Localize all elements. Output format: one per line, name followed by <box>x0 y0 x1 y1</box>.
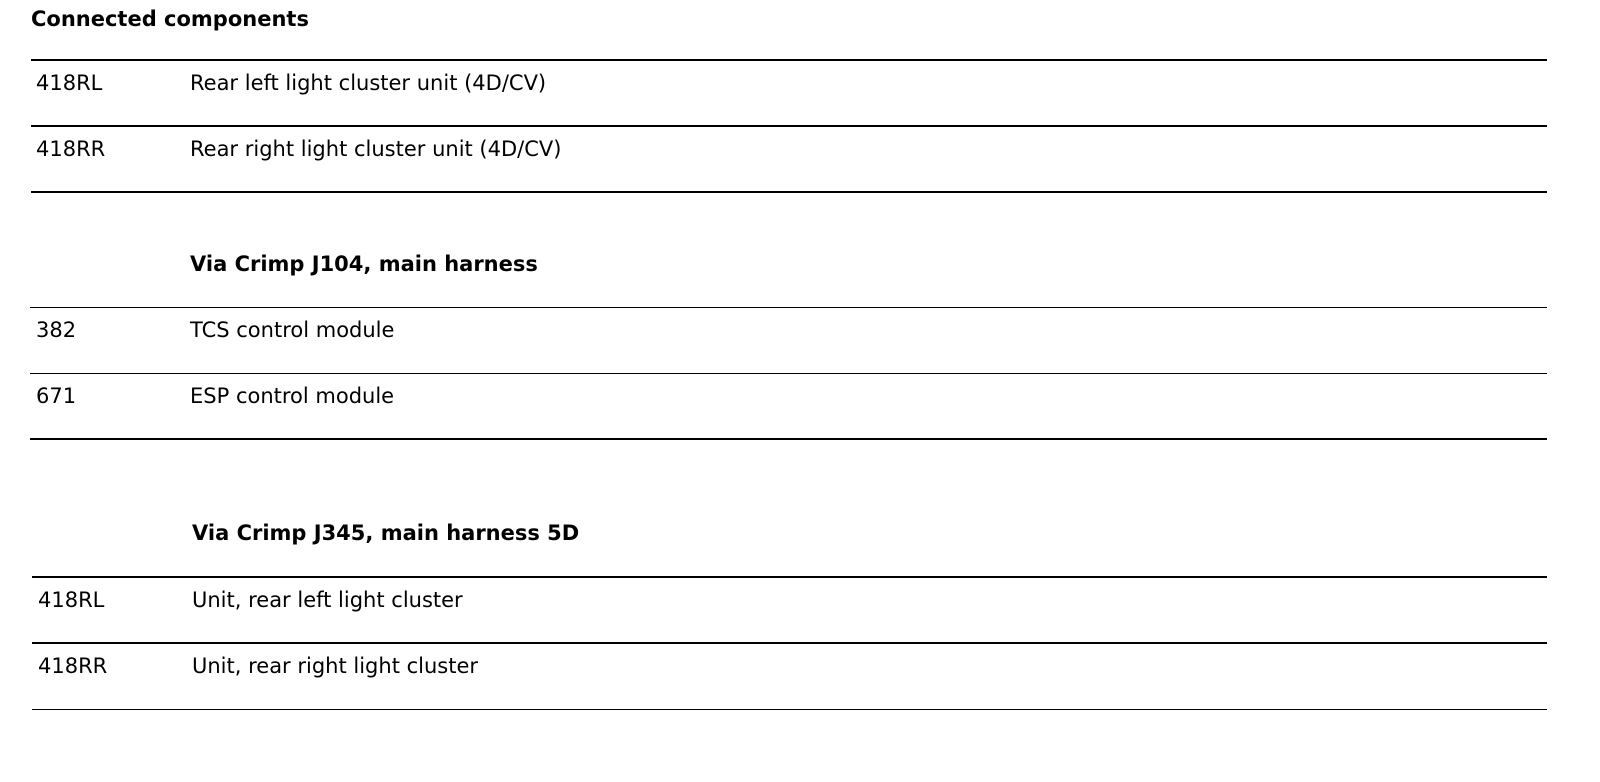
table-divider <box>32 576 1547 578</box>
table-divider <box>30 438 1547 440</box>
table-divider <box>31 125 1547 127</box>
table-divider <box>31 59 1547 61</box>
component-description: Rear right light cluster unit (4D/CV) <box>190 137 562 161</box>
table-divider <box>30 307 1547 308</box>
table-divider <box>32 642 1547 644</box>
component-description: ESP control module <box>190 384 395 408</box>
page-title: Connected components <box>31 7 309 31</box>
table-divider <box>31 191 1547 193</box>
component-code: 418RR <box>36 137 106 161</box>
component-code: 418RL <box>38 588 105 612</box>
section-heading: Via Crimp J345, main harness 5D <box>192 521 580 545</box>
component-description: TCS control module <box>190 318 395 342</box>
component-code: 418RR <box>38 654 108 678</box>
component-description: Rear left light cluster unit (4D/CV) <box>190 71 547 95</box>
section-heading: Via Crimp J104, main harness <box>190 252 538 276</box>
component-code: 382 <box>36 318 77 342</box>
component-code: 671 <box>36 384 77 408</box>
component-code: 418RL <box>36 71 103 95</box>
table-divider <box>30 373 1547 374</box>
table-divider <box>32 709 1547 710</box>
component-description: Unit, rear left light cluster <box>192 588 463 612</box>
component-description: Unit, rear right light cluster <box>192 654 479 678</box>
